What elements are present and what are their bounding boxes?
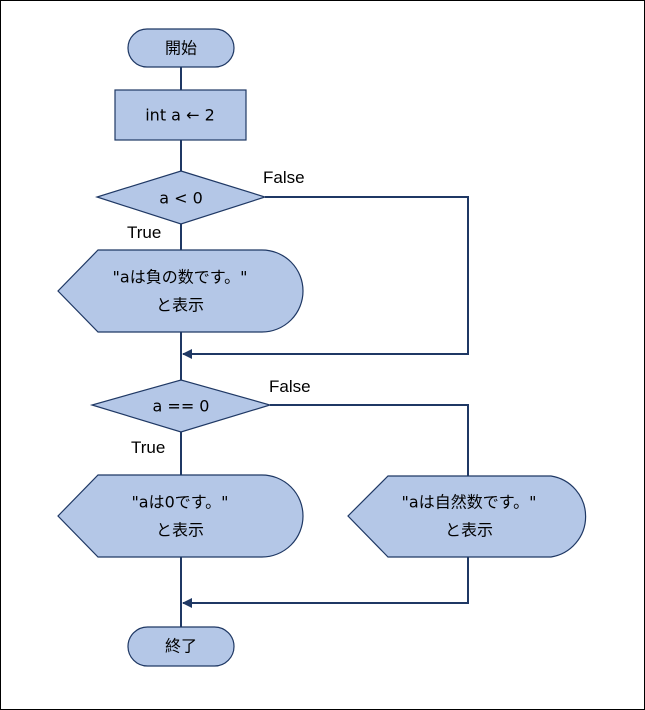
display-natural-line1: "aは自然数です。" [402, 493, 537, 512]
node-decision2: a == 0 [89, 379, 273, 433]
end-label: 終了 [165, 637, 197, 656]
edge-label-d2-false: False [269, 377, 311, 396]
edge-label-d1-true: True [127, 223, 161, 242]
edge-label-d2-true: True [131, 438, 165, 457]
decision1-label: a < 0 [159, 189, 203, 208]
decision1-diamond-shape [95, 170, 267, 225]
edge-decision1-false [182, 196, 469, 359]
node-assign: int a ← 2 [114, 89, 247, 141]
node-end: 終了 [127, 626, 235, 667]
node-display-natural: "aは自然数です。" と表示 [347, 475, 587, 558]
start-terminator-shape [127, 28, 235, 68]
node-start: 開始 [127, 28, 235, 68]
display-natural-line2: と表示 [445, 521, 493, 540]
node-decision1: a < 0 [95, 170, 267, 225]
edge-decision2-false [270, 404, 469, 476]
assign-process-shape [114, 89, 247, 141]
display-natural-shape [347, 475, 587, 558]
edges [180, 67, 469, 627]
display-zero-shape [57, 474, 304, 558]
display-negative-shape [57, 249, 304, 333]
end-terminator-shape [127, 626, 235, 667]
display-zero-line2: と表示 [156, 521, 204, 540]
start-label: 開始 [165, 39, 197, 58]
edge-display-natural-merge [182, 557, 469, 608]
display-negative-line2: と表示 [156, 296, 204, 315]
node-display-zero: "aは0です。" と表示 [57, 474, 304, 558]
display-zero-line1: "aは0です。" [131, 493, 228, 512]
assign-label: int a ← 2 [145, 106, 215, 125]
decision2-label: a == 0 [153, 397, 210, 416]
edge-label-d1-false: False [263, 168, 305, 187]
display-negative-line1: "aは負の数です。" [113, 268, 248, 287]
node-display-negative: "aは負の数です。" と表示 [57, 249, 304, 333]
decision2-diamond-shape [89, 379, 273, 433]
